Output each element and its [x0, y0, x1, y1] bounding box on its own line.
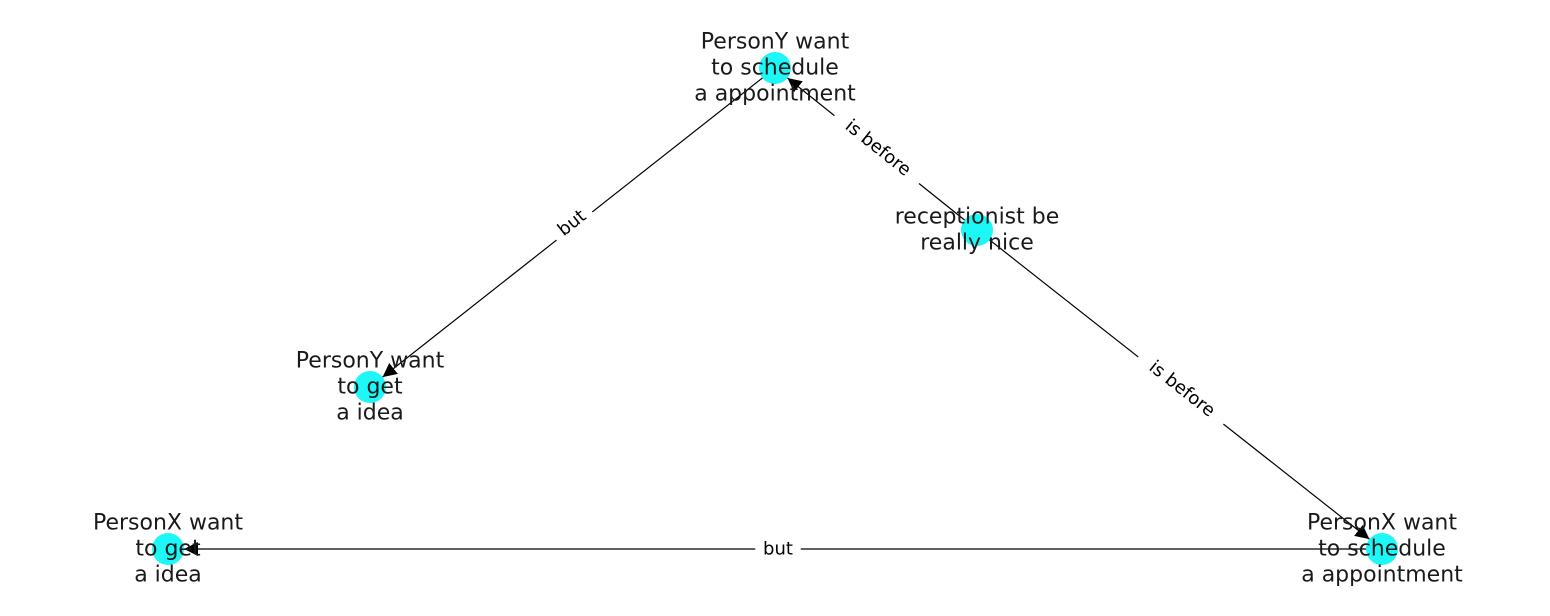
node-label-line: PersonX want [93, 511, 243, 536]
node-personY-idea [354, 371, 386, 403]
node-personX-schedule [1366, 533, 1398, 565]
node-label-line: PersonY want [296, 349, 445, 374]
node-label-line: really nice [920, 231, 1034, 256]
node-label-line: PersonY want [701, 30, 850, 55]
node-label-line: to get [337, 375, 403, 400]
edge-label-background [828, 104, 928, 192]
node-label-line: to get [135, 537, 201, 562]
edge-label: is before [841, 115, 915, 180]
node-receptionist [961, 214, 993, 246]
edge-label-background [1131, 346, 1233, 432]
node-personX-idea [152, 533, 184, 565]
edge-label-background [755, 537, 801, 561]
edge-label: but [763, 539, 793, 560]
node-label-line: to schedule [711, 56, 839, 81]
node-label-line: receptionist be [895, 205, 1060, 230]
node-label-line: to schedule [1318, 537, 1446, 562]
node-personY-schedule [759, 52, 791, 84]
edge-label: is before [1145, 357, 1219, 422]
node-label-line: a idea [336, 401, 404, 426]
node-label-line: a appointment [694, 82, 856, 107]
node-label-line: a appointment [1301, 563, 1463, 588]
node-label-line: a idea [134, 563, 202, 588]
node-label-line: PersonX want [1307, 511, 1457, 536]
nodes-layer [152, 52, 1398, 565]
edge-label-background [546, 199, 598, 247]
edges-layer [184, 67, 1382, 556]
